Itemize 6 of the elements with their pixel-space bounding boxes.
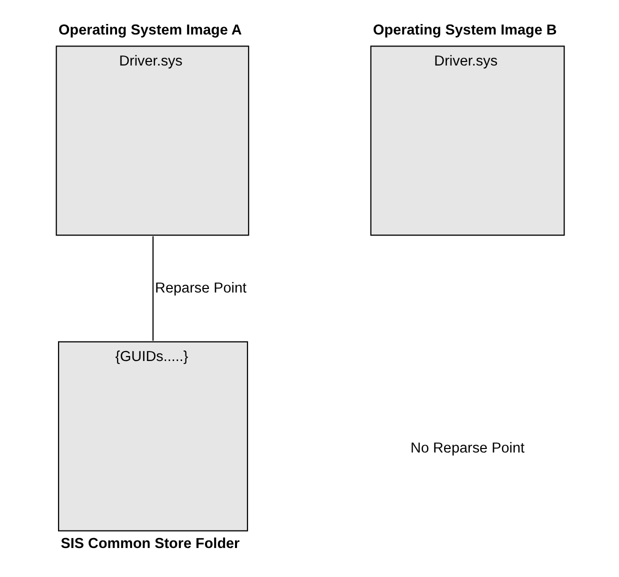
edge-label: Reparse Point bbox=[154, 280, 246, 296]
label: No Reparse Point bbox=[410, 440, 524, 456]
node-label: SIS Common Store Folder bbox=[60, 536, 240, 552]
node-label: Operating System Image A bbox=[58, 22, 242, 38]
node-label: Operating System Image B bbox=[372, 22, 556, 38]
connector bbox=[152, 236, 154, 341]
